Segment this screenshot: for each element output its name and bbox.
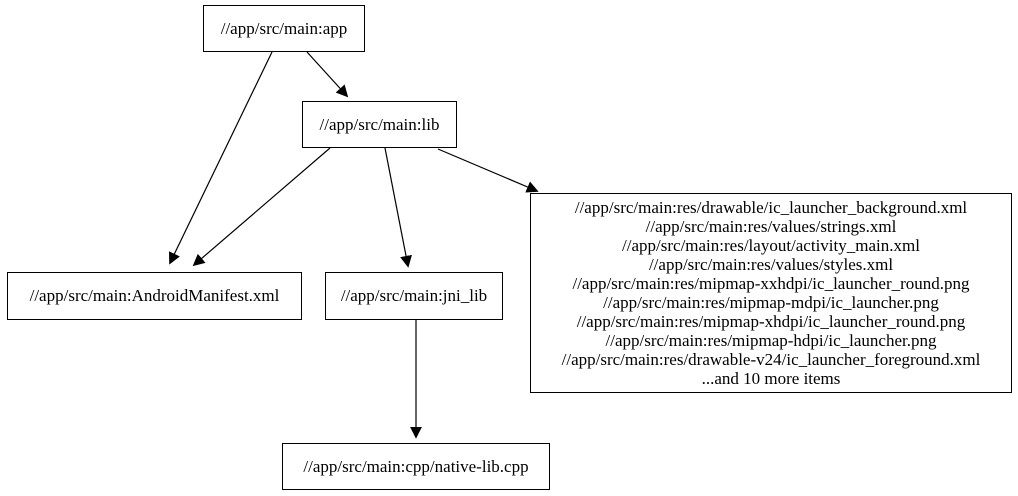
edge-lib-to-resources	[437, 148, 539, 193]
resource-line: //app/src/main:res/drawable/ic_launcher_…	[574, 198, 968, 217]
resource-line: //app/src/main:res/values/strings.xml	[645, 217, 897, 236]
resource-line: //app/src/main:res/layout/activity_main.…	[622, 236, 920, 255]
resource-line: //app/src/main:res/values/styles.xml	[648, 255, 894, 274]
node-app: //app/src/main:app	[203, 5, 365, 52]
resource-line: //app/src/main:res/mipmap-xxhdpi/ic_laun…	[572, 274, 970, 293]
edge-app-to-manifest	[169, 51, 273, 265]
edge-lib-to-manifest	[192, 147, 331, 267]
edge-lib-to-jni-lib	[384, 147, 412, 268]
node-jni-lib: //app/src/main:jni_lib	[325, 272, 503, 320]
node-native-lib-label: //app/src/main:cpp/native-lib.cpp	[303, 456, 529, 476]
resource-line: //app/src/main:res/mipmap-hdpi/ic_launch…	[605, 331, 937, 350]
node-resources-group: //app/src/main:res/drawable/ic_launcher_…	[530, 193, 1012, 393]
node-lib-label: //app/src/main:lib	[319, 114, 440, 134]
node-android-manifest-label: //app/src/main:AndroidManifest.xml	[29, 286, 280, 305]
node-jni-lib-label: //app/src/main:jni_lib	[340, 286, 488, 305]
node-android-manifest: //app/src/main:AndroidManifest.xml	[7, 272, 302, 320]
node-native-lib: //app/src/main:cpp/native-lib.cpp	[282, 443, 550, 490]
node-app-label: //app/src/main:app	[220, 18, 348, 38]
edge-app-to-lib	[306, 51, 349, 98]
resource-line: //app/src/main:res/mipmap-mdpi/ic_launch…	[603, 293, 939, 312]
resource-line-more: ...and 10 more items	[701, 369, 841, 388]
resource-line: //app/src/main:res/mipmap-xhdpi/ic_launc…	[576, 312, 966, 331]
resource-line: //app/src/main:res/drawable-v24/ic_launc…	[561, 350, 981, 369]
node-lib: //app/src/main:lib	[302, 101, 457, 148]
